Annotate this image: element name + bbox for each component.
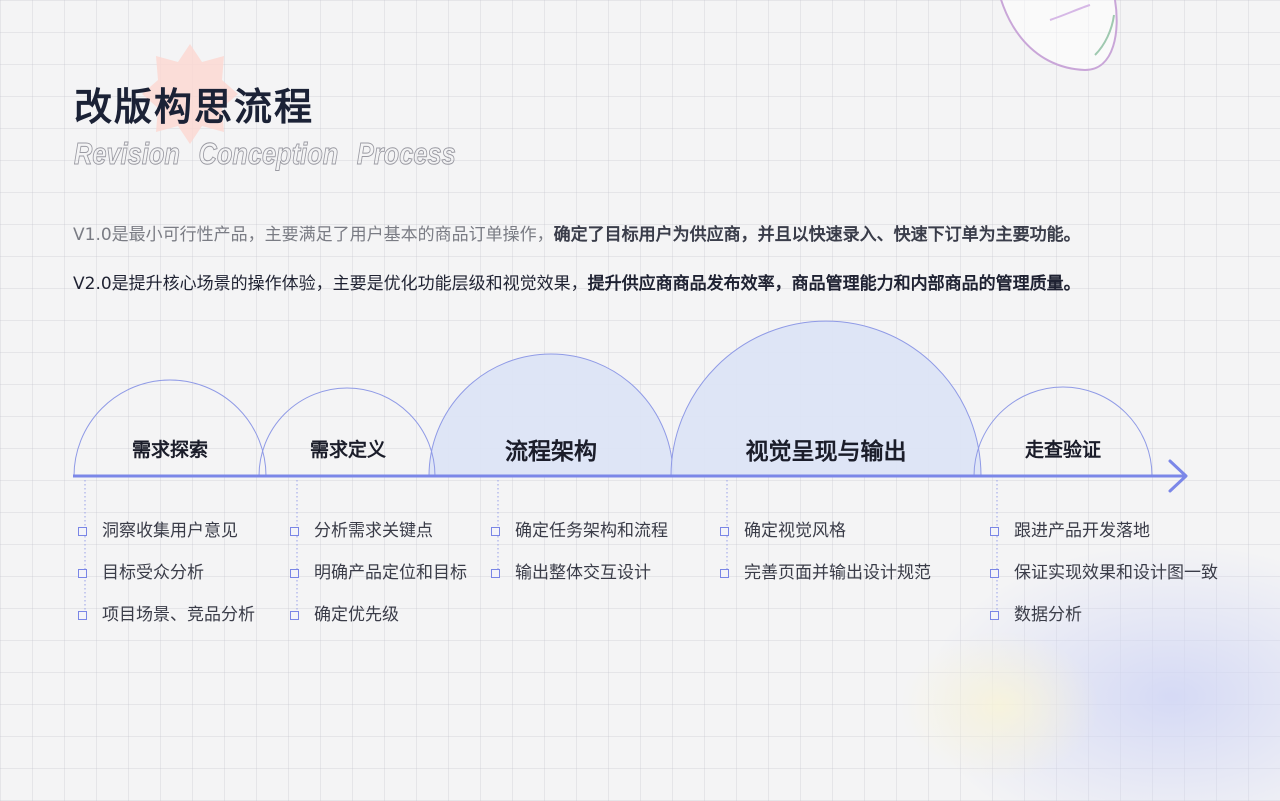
decorative-star-icon [142,44,238,144]
list-item: 项目场景、竞品分析 [78,603,255,645]
stage-list-walkthrough: 跟进产品开发落地 保证实现效果和设计图一致 数据分析 [990,519,1218,645]
list-item: 目标受众分析 [78,561,255,603]
arc-visual-output [670,320,982,477]
list-item: 确定优先级 [290,603,467,645]
v1-description: V1.0是最小可行性产品，主要满足了用户基本的商品订单操作，确定了目标用户为供应… [73,220,1081,245]
list-item: 输出整体交互设计 [491,561,668,603]
stage-label-visual-output: 视觉呈现与输出 [745,439,907,465]
square-bullet-icon [491,569,500,578]
list-item: 确定视觉风格 [720,519,931,561]
square-bullet-icon [290,569,299,578]
square-bullet-icon [78,611,87,620]
list-item: 跟进产品开发落地 [990,519,1218,561]
arc-requirement-explore [73,379,267,477]
square-bullet-icon [720,569,729,578]
v2-description-bold: 提升供应商商品发布效率，商品管理能力和内部商品的管理质量。 [587,274,1081,294]
process-timeline [73,320,1188,618]
square-bullet-icon [990,611,999,620]
decorative-bubble-icon [1000,0,1118,72]
square-bullet-icon [990,527,999,536]
list-item: 洞察收集用户意见 [78,519,255,561]
v2-description: V2.0是提升核心场景的操作体验，主要是优化功能层级和视觉效果，提升供应商商品发… [73,269,1081,294]
page-subtitle: Revision Conception Process [74,136,457,172]
square-bullet-icon [290,527,299,536]
stage-list-requirement-explore: 洞察收集用户意见 目标受众分析 项目场景、竞品分析 [78,519,255,645]
square-bullet-icon [990,569,999,578]
arc-flow-architecture [428,353,674,477]
arc-walkthrough [973,386,1153,477]
stage-list-visual-output: 确定视觉风格 完善页面并输出设计规范 [720,519,931,603]
square-bullet-icon [78,527,87,536]
v1-description-normal: V1.0是最小可行性产品，主要满足了用户基本的商品订单操作， [73,225,554,245]
list-item: 确定任务架构和流程 [491,519,668,561]
stage-label-walkthrough: 走查验证 [1024,439,1102,461]
list-item: 分析需求关键点 [290,519,467,561]
square-bullet-icon [78,569,87,578]
v1-description-bold: 确定了目标用户为供应商，并且以快速录入、快速下订单为主要功能。 [553,225,1081,245]
stage-list-requirement-define: 分析需求关键点 明确产品定位和目标 确定优先级 [290,519,467,645]
arc-requirement-define [258,387,436,477]
square-bullet-icon [290,611,299,620]
square-bullet-icon [720,527,729,536]
stage-list-flow-architecture: 确定任务架构和流程 输出整体交互设计 [491,519,668,603]
stage-label-requirement-define: 需求定义 [309,439,387,461]
list-item: 明确产品定位和目标 [290,561,467,603]
stage-label-requirement-explore: 需求探索 [131,439,209,461]
page-title: 改版构思流程 [74,85,315,129]
list-item: 数据分析 [990,603,1218,645]
v2-description-normal: V2.0是提升核心场景的操作体验，主要是优化功能层级和视觉效果， [73,274,588,294]
square-bullet-icon [491,527,500,536]
stage-label-flow-architecture: 流程架构 [505,439,597,465]
list-item: 保证实现效果和设计图一致 [990,561,1218,603]
list-item: 完善页面并输出设计规范 [720,561,931,603]
arrow-head-icon [1168,459,1188,493]
